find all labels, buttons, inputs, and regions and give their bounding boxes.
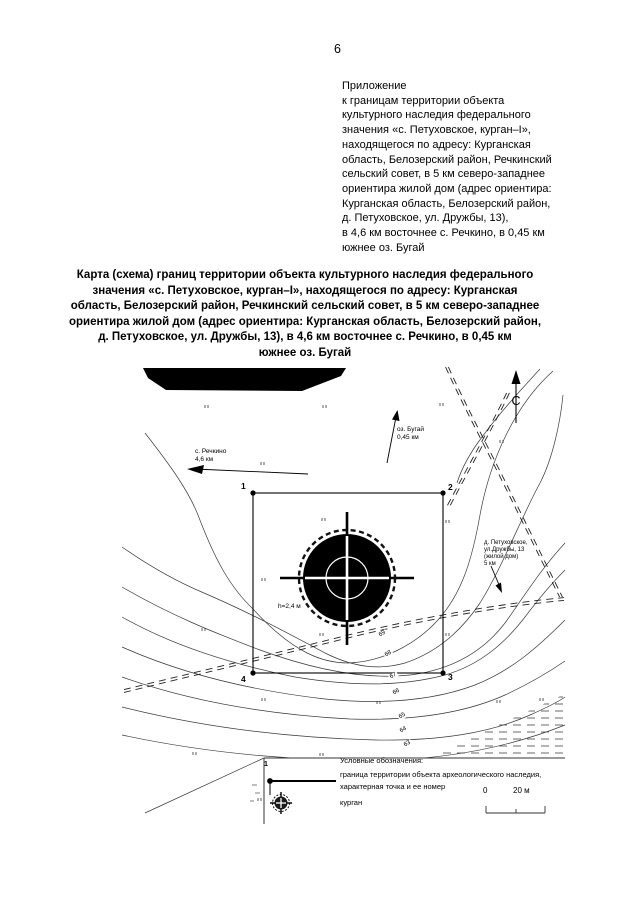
title-line: южнее оз. Бугай [258, 346, 352, 359]
territory-boundary [250, 490, 446, 676]
appendix-line: культурного наследия федерального [342, 109, 531, 122]
appendix-line: южнее оз. Бугай [342, 241, 425, 254]
scale-zero-label: 0 [483, 786, 488, 795]
appendix-line: сельский совет, в 5 км северо-западнее [342, 168, 546, 181]
appendix-line: область, Белозерский район, Речкинский [342, 153, 552, 166]
title-line: д. Петуховское, ул. Дружбы, 13), в 4,6 к… [98, 331, 512, 343]
legend-kurgan-symbol [270, 792, 292, 814]
kurgan-symbol [280, 512, 414, 645]
map-drawing [121, 366, 566, 824]
petukhovskoye-label: д. Петуховское, ул.Дружбы, 13 (жилой дом… [484, 540, 528, 567]
bugay-arrow-icon [386, 410, 400, 464]
appendix-line: ориентира жилой дом (адрес ориентира: [342, 182, 552, 195]
lake-shape [143, 368, 346, 391]
appendix-line: значения «с. Петуховское, курган–I», [342, 124, 531, 137]
appendix-line: находящегося по адресу: Курганская [342, 138, 531, 151]
map-scheme: С с. Речкино 4,6 км оз. Бугай 0,45 км д.… [120, 365, 566, 885]
legend-item2-label: курган [340, 798, 363, 807]
corner-label-1: 1 [241, 481, 246, 491]
contour-lines [121, 368, 566, 814]
boundary-point-1 [250, 490, 256, 496]
appendix-line: к границам территории объекта [342, 94, 505, 107]
scale-max-label: 20 м [513, 786, 530, 795]
legend-point-number: 1 [264, 761, 268, 768]
title-line: значения «с. Петуховское, курган–I», нах… [92, 284, 518, 297]
marsh-area [432, 694, 565, 756]
rechkino-arrow-icon [187, 465, 309, 475]
legend-boundary-symbol [267, 778, 336, 795]
appendix-line: д. Петуховское, ул. Дружбы, 13), [342, 212, 509, 225]
appendix-line: Приложение [342, 80, 407, 92]
title-line: ориентира жилой дом (адрес ориентира: Ку… [68, 315, 542, 328]
corner-label-2: 2 [448, 482, 453, 492]
boundary-point-2 [440, 490, 446, 496]
north-arrow-icon [511, 370, 521, 423]
map-title: Карта (схема) границ территории объекта … [35, 268, 575, 361]
appendix-text: Приложение к границам территории объекта… [342, 79, 552, 255]
north-label: С [511, 394, 521, 408]
boundary-point-3 [440, 670, 446, 676]
dirt-road [123, 366, 565, 693]
rechkino-label: с. Речкино 4,6 км [195, 448, 227, 463]
corner-label-4: 4 [241, 674, 246, 684]
mound-height-label: h=2,4 м [278, 603, 301, 610]
vegetation-marks [192, 403, 544, 801]
petukhovskoye-arrow-icon [490, 565, 502, 593]
legend-item1-line1: граница территории объекта археологическ… [340, 770, 542, 779]
legend-item1-line2: характерная точка и ее номер [340, 782, 446, 791]
title-line: Карта (схема) границ территории объекта … [76, 269, 534, 281]
corner-label-3: 3 [448, 672, 453, 682]
page-number: 6 [334, 42, 341, 56]
title-line: область, Белозерский район, Речкинский с… [70, 300, 540, 312]
boundary-point-4 [250, 670, 256, 676]
legend-title: Условные обозначения: [340, 756, 424, 765]
scale-bar [485, 806, 546, 814]
appendix-line: в 4,6 км восточнее с. Речкино, в 0,45 км [342, 227, 545, 240]
appendix-line: Курганская область, Белозерский район, [342, 197, 551, 210]
bugay-label: оз. Бугай 0,45 км [397, 426, 424, 441]
